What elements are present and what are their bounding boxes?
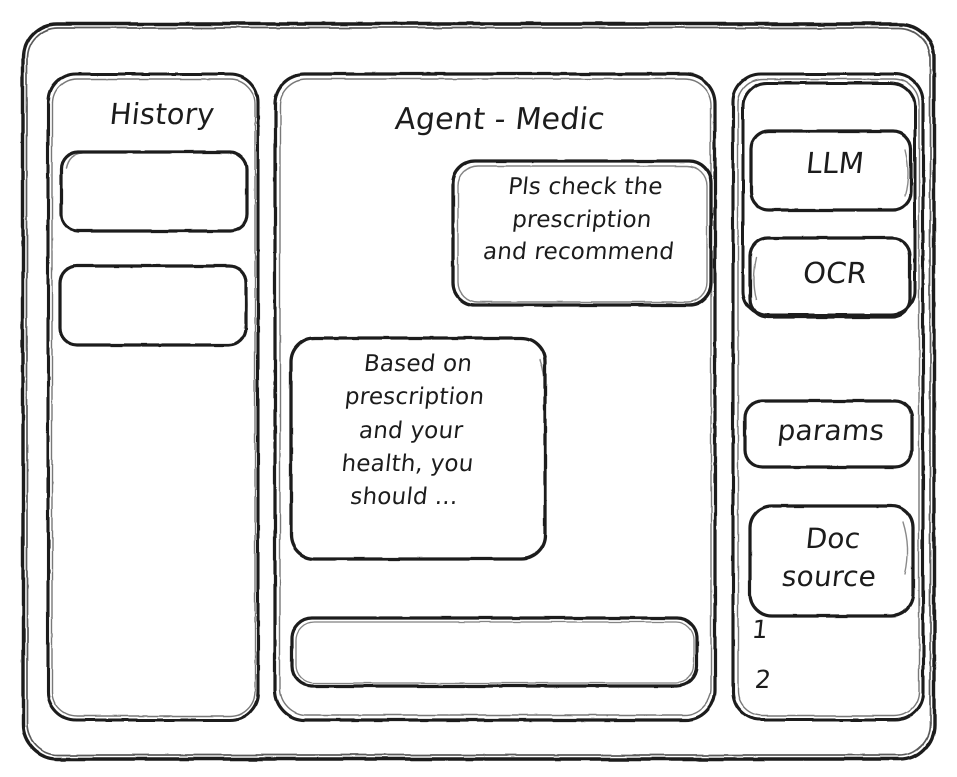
llm-button-label: LLM	[804, 146, 866, 180]
user-message-text: Pls check the prescription and recommend	[481, 174, 676, 266]
doc-list-item-2[interactable]: 2	[753, 665, 773, 694]
assistant-message-text: Based on prescription and your health, y…	[340, 351, 486, 511]
ocr-button-label: OCR	[801, 256, 869, 290]
page-title: Agent - Medic	[393, 102, 607, 137]
history-item-1[interactable]	[61, 152, 247, 231]
history-title: History	[108, 97, 217, 131]
params-button-label: params	[775, 414, 887, 447]
doc-source-label: Doc source	[780, 522, 878, 594]
history-item-2[interactable]	[60, 266, 246, 345]
doc-list-item-1[interactable]: 1	[750, 615, 770, 644]
composer-input[interactable]	[292, 618, 697, 686]
